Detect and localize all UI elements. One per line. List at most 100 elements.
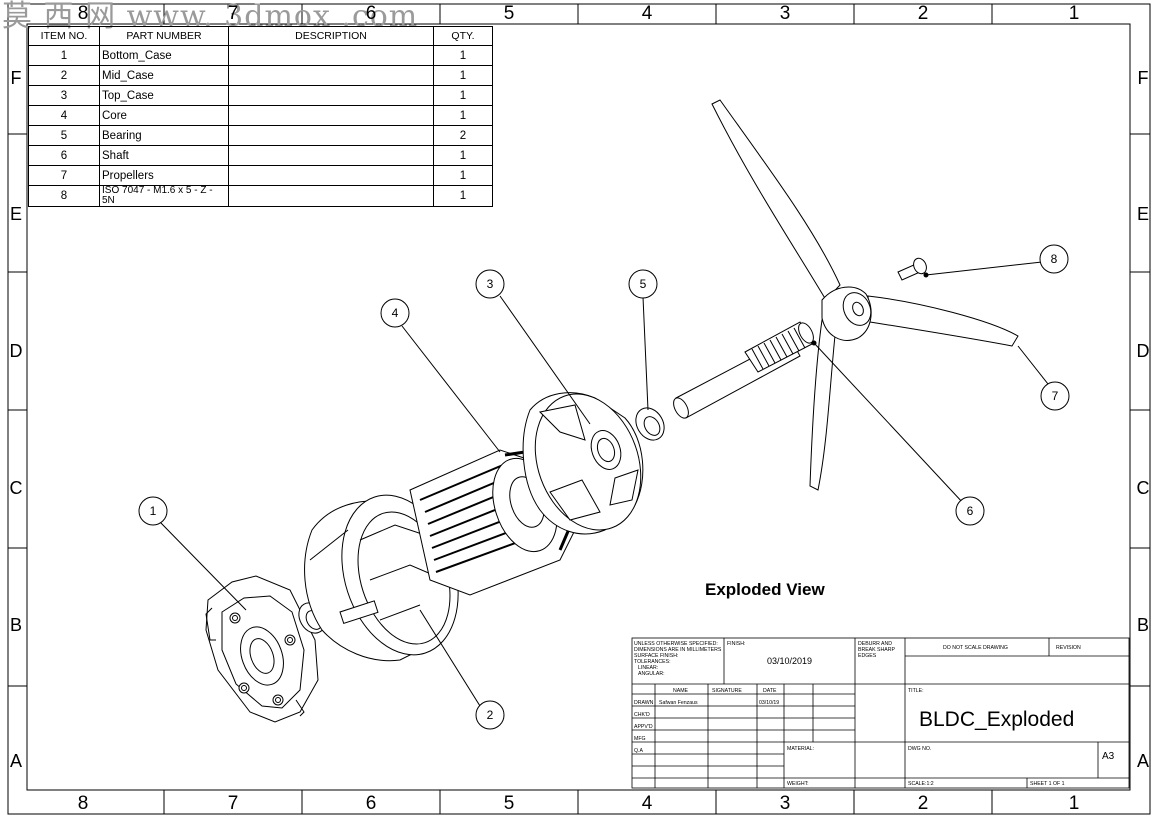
zone-col-top-6: 6 <box>365 3 377 24</box>
bom-header-part: PART NUMBER <box>99 26 229 46</box>
zone-col-bottom-4: 4 <box>641 793 653 814</box>
part-bearing-upper <box>635 407 665 441</box>
title-block: UNLESS OTHERWISE SPECIFIED: DIMENSIONS A… <box>632 638 1129 788</box>
outer-frame <box>7 3 1151 815</box>
role-approved: APPV'D <box>634 724 653 730</box>
zone-col-bottom-3: 3 <box>779 793 791 814</box>
drawing-title: BLDC_Exploded <box>919 708 1075 731</box>
zone-col-bottom-5: 5 <box>503 793 515 814</box>
zone-row-right-E: E <box>1136 204 1149 224</box>
weight-label: WEIGHT: <box>787 781 809 787</box>
bom-header-description: DESCRIPTION <box>228 26 434 46</box>
zone-row-left-F: F <box>10 68 22 88</box>
spec-line: TOLERANCES: <box>634 659 671 665</box>
balloon-4: 4 <box>392 306 399 320</box>
col-name: NAME <box>673 688 688 694</box>
balloon-2: 2 <box>487 708 494 722</box>
role-mfg: MFG <box>634 736 646 742</box>
role-qa: Q.A <box>634 748 643 754</box>
zone-col-bottom-1: 1 <box>1068 793 1080 814</box>
drawn-date: 03/10/19 <box>759 700 780 706</box>
deburr-line: EDGES <box>858 653 877 659</box>
deburr-line: BREAK SHARP <box>858 647 895 653</box>
bom-part: Top_Case <box>99 85 229 106</box>
bom-header-item: ITEM NO. <box>28 26 100 46</box>
zone-col-bottom-2: 2 <box>917 793 929 814</box>
bom-header-qty: QTY. <box>433 26 493 46</box>
bom-description <box>228 165 434 186</box>
balloon-1: 1 <box>150 504 157 518</box>
bom-description <box>228 145 434 166</box>
balloon-3: 3 <box>487 277 494 291</box>
bom-qty: 1 <box>433 65 493 86</box>
col-date: DATE <box>763 688 777 694</box>
bom-qty: 1 <box>433 105 493 126</box>
bom-qty: 2 <box>433 125 493 146</box>
view-title: Exploded View <box>705 580 825 599</box>
part-propellers <box>711 99 1019 491</box>
spec-line: LINEAR: <box>638 665 659 671</box>
zone-row-left-E: E <box>9 204 22 224</box>
bom-description <box>228 45 434 66</box>
zone-row-left-D: D <box>9 341 23 361</box>
zone-col-bottom-6: 6 <box>365 793 377 814</box>
zone-row-left-C: C <box>9 478 23 498</box>
date-value: 03/10/2019 <box>767 656 813 666</box>
part-screw <box>897 257 927 281</box>
part-bottom-case <box>205 575 319 723</box>
finish-label: FINISH: <box>727 641 746 647</box>
material-label: MATERIAL: <box>787 746 814 752</box>
balloon-6: 6 <box>967 504 974 518</box>
bom-part: Bearing <box>99 125 229 146</box>
role-checked: CHK'D <box>634 712 650 718</box>
drawn-name: Safwan Fenzaus <box>659 700 698 706</box>
zone-row-right-D: D <box>1136 341 1150 361</box>
bom-qty: 1 <box>433 145 493 166</box>
bom-part: Shaft <box>99 145 229 166</box>
zone-col-top-1: 1 <box>1068 3 1080 24</box>
balloon-5: 5 <box>640 277 647 291</box>
revision-label: REVISION <box>1056 645 1081 651</box>
bom-description <box>228 105 434 126</box>
zone-row-right-F: F <box>1137 68 1149 88</box>
spec-line: ANGULAR: <box>638 671 665 677</box>
zone-row-right-B: B <box>1136 615 1149 635</box>
zone-ticks <box>8 4 1150 814</box>
bom-qty: 1 <box>433 45 493 66</box>
deburr-line: DEBURR AND <box>858 641 893 647</box>
title-label: TITLE: <box>908 688 924 694</box>
bom-item: 1 <box>28 45 100 66</box>
bom-description <box>228 65 434 86</box>
bom-part: ISO 7047 - M1.6 x 5 - Z - 5N <box>99 185 229 207</box>
bom-item: 3 <box>28 85 100 106</box>
zone-row-left-B: B <box>9 615 22 635</box>
do-not-scale: DO NOT SCALE DRAWING <box>943 645 1008 651</box>
bom-qty: 1 <box>433 185 493 207</box>
zone-col-top-5: 5 <box>503 3 515 24</box>
scale-label: SCALE:1:2 <box>908 781 934 787</box>
sheet-label: SHEET 1 OF 1 <box>1030 781 1065 787</box>
balloon-circles <box>138 244 1070 730</box>
part-shaft <box>673 321 814 419</box>
zone-row-right-A: A <box>1136 751 1149 771</box>
bom-description <box>228 185 434 207</box>
bom-item: 5 <box>28 125 100 146</box>
sheet-size: A3 <box>1102 751 1115 762</box>
bom-item: 6 <box>28 145 100 166</box>
role-drawn: DRAWN <box>634 700 654 706</box>
part-top-case <box>522 392 644 535</box>
bom-part: Mid_Case <box>99 65 229 86</box>
zone-col-top-7: 7 <box>227 3 239 24</box>
zone-col-top-8: 8 <box>77 3 89 24</box>
bom-qty: 1 <box>433 165 493 186</box>
balloon-7: 7 <box>1052 389 1059 403</box>
zone-col-bottom-8: 8 <box>77 793 89 814</box>
